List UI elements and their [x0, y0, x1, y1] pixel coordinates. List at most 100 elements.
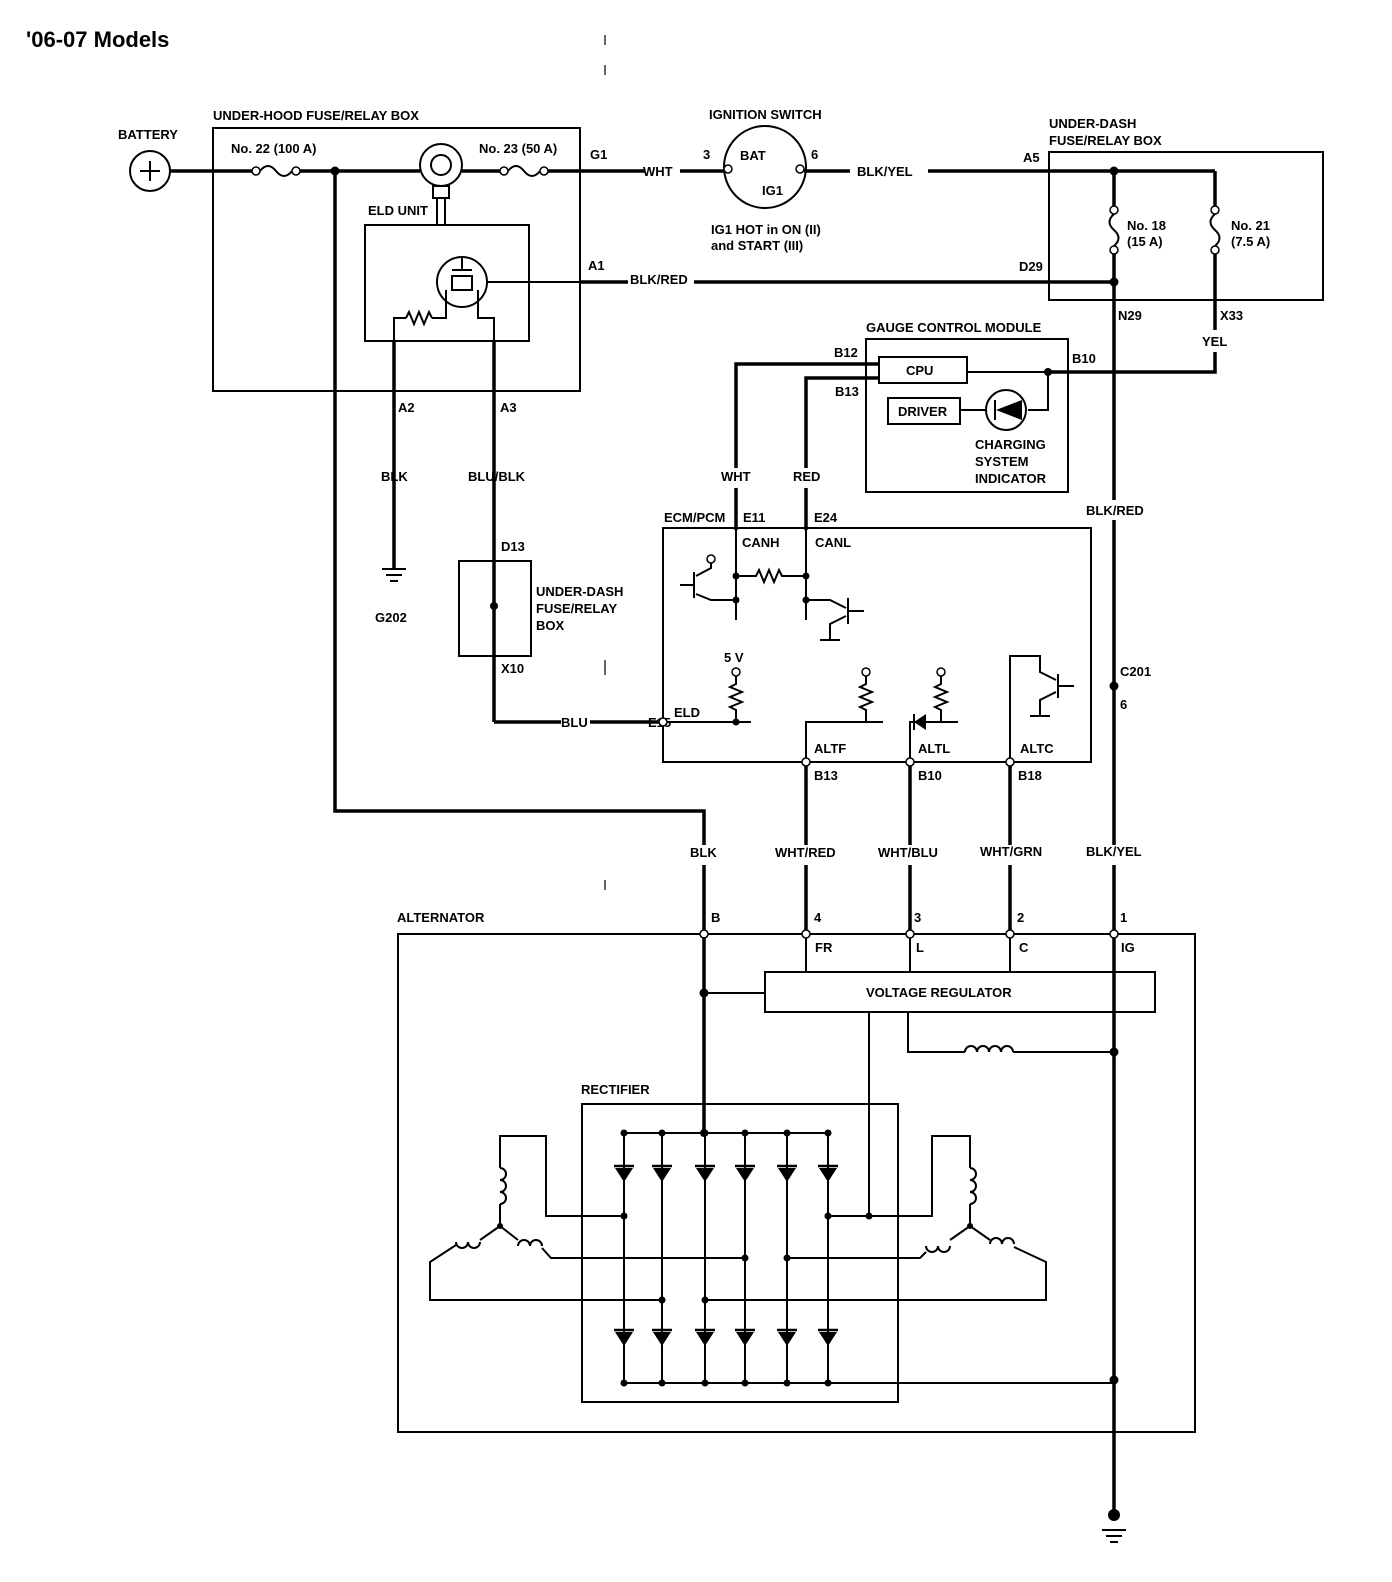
battery-label: BATTERY: [118, 127, 178, 142]
pin-a3: A3: [500, 400, 517, 415]
fuse-22-symbol: [251, 165, 301, 177]
indicator-label-2: SYSTEM: [975, 454, 1028, 469]
under-dash-mid-label-1: UNDER-DASH: [536, 584, 623, 599]
fuse-21-rating: (7.5 A): [1231, 234, 1270, 249]
pin-d13: D13: [501, 539, 525, 554]
terminal-2: 2: [1017, 910, 1024, 925]
wire-blk-red-a1: BLK/RED: [630, 272, 688, 287]
rectifier: [581, 1103, 899, 1403]
pin-x10: X10: [501, 661, 524, 676]
indicator-label-1: CHARGING: [975, 437, 1046, 452]
pin-n29: N29: [1118, 308, 1142, 323]
wire-wht-red: WHT/RED: [775, 845, 836, 860]
wire-blk-yel-top: BLK/YEL: [857, 164, 913, 179]
rectifier-diode: [819, 1168, 837, 1182]
altf-label: ALTF: [814, 741, 846, 756]
wire-blu: BLU: [561, 715, 588, 730]
field-coil: [964, 1045, 1014, 1053]
wire-wht-g1: WHT: [643, 164, 673, 179]
rectifier-diode: [615, 1332, 633, 1346]
terminal-4: 4: [814, 910, 822, 925]
wire-blk-yel-bottom: BLK/YEL: [1086, 844, 1142, 859]
eld-transistor: [436, 256, 488, 308]
driver-block: [887, 397, 961, 425]
connector-c201: C201: [1120, 664, 1151, 679]
eld-resistor: [405, 309, 433, 327]
rectifier-diode: [778, 1332, 796, 1346]
driver-label: DRIVER: [898, 404, 948, 419]
terminal-fr-label: FR: [815, 940, 833, 955]
wire-wht-can: WHT: [721, 469, 751, 484]
ground-g202-symbol: [382, 568, 406, 582]
canh-transistor: [680, 554, 740, 604]
ecm-pin-b18: B18: [1018, 768, 1042, 783]
under-dash-top-label-1: UNDER-DASH: [1049, 116, 1136, 131]
stator-right: [705, 1135, 1047, 1301]
ecm-pcm: [662, 527, 1092, 763]
wire-blu-blk: BLU/BLK: [468, 469, 526, 484]
ignition-ig1-label: IG1: [762, 183, 783, 198]
eld-input-label: ELD: [674, 705, 700, 720]
page-title: '06-07 Models: [26, 27, 169, 52]
indicator-label-3: INDICATOR: [975, 471, 1047, 486]
voltage-regulator: [764, 971, 1156, 1013]
rectifier-diode: [819, 1332, 837, 1346]
canh-label: CANH: [742, 535, 780, 550]
gauge-pin-b12: B12: [834, 345, 858, 360]
rectifier-diode: [653, 1168, 671, 1182]
eld-unit-label: ELD UNIT: [368, 203, 428, 218]
gauge-control-module: [865, 338, 1069, 493]
cpu-label: CPU: [906, 363, 933, 378]
ignition-pin-6: 6: [811, 147, 818, 162]
ignition-pin-3: 3: [703, 147, 710, 162]
under-dash-mid-label-2: FUSE/RELAY: [536, 601, 617, 616]
under-hood-fuse-relay-box: [212, 127, 581, 392]
under-dash-fuse-relay-box-top: [1048, 151, 1324, 301]
rectifier-diode: [696, 1168, 714, 1182]
altc-transistor: [1009, 655, 1074, 762]
rectifier-diode: [778, 1168, 796, 1182]
fuse-18-label: No. 18: [1127, 218, 1166, 233]
under-dash-mid-label-3: BOX: [536, 618, 565, 633]
gauge-pin-b10: B10: [1072, 351, 1096, 366]
pin-a5: A5: [1023, 150, 1040, 165]
altl-diode: [914, 714, 926, 730]
pin-d29: D29: [1019, 259, 1043, 274]
ignition-switch-label: IGNITION SWITCH: [709, 107, 822, 122]
voltage-regulator-label: VOLTAGE REGULATOR: [866, 985, 1012, 1000]
cpu-block: [878, 356, 968, 384]
pin-a1: A1: [588, 258, 605, 273]
altl-pullup-resistor: [932, 667, 950, 722]
stator-left: [429, 1135, 745, 1301]
altf-pullup-resistor: [857, 667, 875, 722]
altl-label: ALTL: [918, 741, 950, 756]
rectifier-diode: [615, 1168, 633, 1182]
wire-wht-grn: WHT/GRN: [980, 844, 1042, 859]
ecm-label: ECM/PCM: [664, 510, 725, 525]
fuse-23-label: No. 23 (50 A): [479, 141, 557, 156]
gauge-module-label: GAUGE CONTROL MODULE: [866, 320, 1042, 335]
rectifier-diode: [736, 1168, 754, 1182]
ground-g202-label: G202: [375, 610, 407, 625]
alternator-terminals: [699, 929, 1119, 939]
pin-g1: G1: [590, 147, 607, 162]
gauge-pin-b13: B13: [835, 384, 859, 399]
rectifier-diode: [736, 1332, 754, 1346]
canl-label: CANL: [815, 535, 851, 550]
alternator-label: ALTERNATOR: [397, 910, 485, 925]
rectifier-diode: [653, 1332, 671, 1346]
terminal-3: 3: [914, 910, 921, 925]
pin-x33: X33: [1220, 308, 1243, 323]
terminal-1: 1: [1120, 910, 1127, 925]
wire-yel: YEL: [1202, 334, 1227, 349]
alternator-ground-symbol: [1102, 1529, 1126, 1543]
under-hood-box-label: UNDER-HOOD FUSE/RELAY BOX: [213, 108, 419, 123]
ecm-pin-e24: E24: [814, 510, 838, 525]
terminal-c-label: C: [1019, 940, 1029, 955]
rectifier-diode: [696, 1332, 714, 1346]
wire-red-can: RED: [793, 469, 820, 484]
rectifier-label: RECTIFIER: [581, 1082, 650, 1097]
terminal-ig-label: IG: [1121, 940, 1135, 955]
charging-indicator-led: [985, 389, 1027, 431]
can-termination-resistor: [736, 567, 806, 585]
